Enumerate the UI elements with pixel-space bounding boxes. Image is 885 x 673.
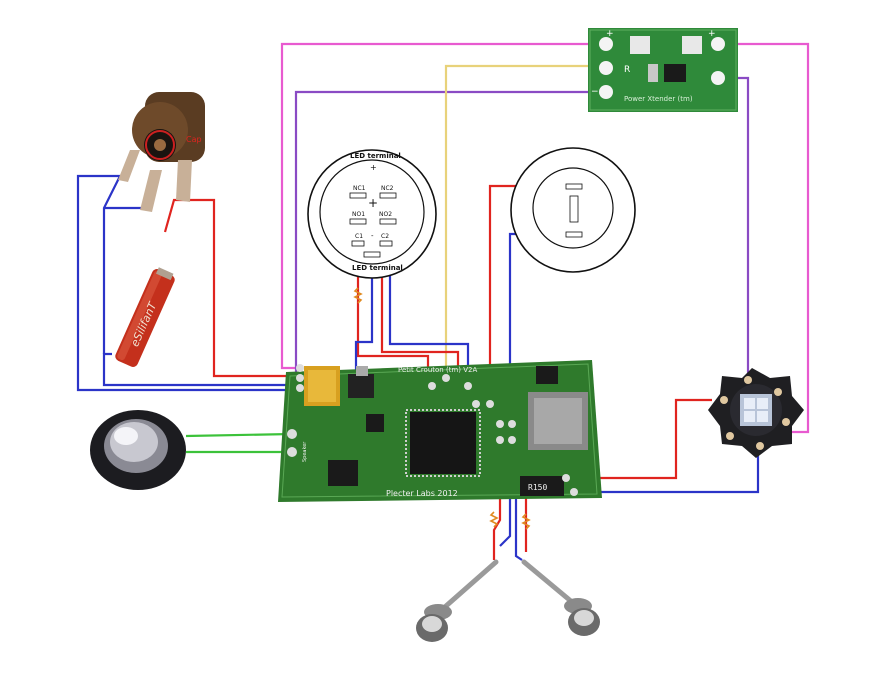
speaker (90, 410, 186, 490)
c1-label: C1 (355, 233, 363, 240)
svg-text:+: + (368, 196, 378, 210)
wire-blue-switch2 (388, 222, 470, 380)
board-maker: Plecter Labs 2012 (386, 489, 458, 498)
resistor-btm-right (521, 513, 531, 530)
wire-pink-top (280, 42, 597, 370)
xtender-plus-right: + (708, 29, 716, 39)
nc1-label: NC1 (353, 185, 366, 192)
switch-plus: + (370, 163, 377, 172)
no1-label: NO1 (352, 211, 365, 218)
wire-red-battery (163, 198, 182, 233)
resistor-btm-left (489, 511, 499, 528)
wire-purple-right (716, 76, 753, 379)
switch-minus: - (371, 232, 374, 240)
wire-green-1 (185, 432, 293, 438)
no2-label: NO2 (379, 211, 392, 218)
wire-blue-inner (102, 352, 300, 387)
led-star (708, 368, 804, 458)
wire-red-jack (182, 198, 300, 378)
led-switch: LED terminal + NC1 NC2 + NO1 NO2 C1 - C2… (307, 149, 437, 279)
power-jack: Cap (118, 92, 205, 212)
bottom-button-right (521, 559, 600, 636)
cap-label: Cap (186, 135, 202, 144)
wire-red-led (564, 398, 712, 480)
power-xtender: + + R − Power Xtender (tm) (588, 28, 738, 112)
wire-blue-jack (102, 175, 121, 354)
xtender-r-label: R (624, 65, 630, 75)
round-button (510, 147, 636, 273)
resistor-switch (353, 287, 363, 304)
wire-pink-right (720, 42, 810, 434)
wire-blue-outer (76, 174, 300, 392)
wire-blue-led (574, 444, 760, 494)
wire-blue-switch (354, 262, 374, 378)
led-terminal-bottom: LED terminal (352, 264, 403, 272)
c2-label: C2 (381, 233, 389, 240)
xtender-minus-label: − (591, 87, 599, 97)
speaker-label: Speaker (302, 441, 308, 462)
xtender-plus-left: + (606, 29, 614, 39)
resistor-code: R150 (528, 483, 547, 492)
main-board: Petit Crouton (tm) V2A Plecter Labs 2012… (278, 360, 602, 502)
battery: eSilifanT (115, 267, 175, 367)
nc2-label: NC2 (381, 185, 394, 192)
wire-yellow (444, 64, 597, 372)
xtender-title: Power Xtender (tm) (624, 95, 693, 103)
bottom-button-left (416, 559, 499, 642)
board-title: Petit Crouton (tm) V2A (398, 366, 477, 374)
led-terminal-top: LED terminal (350, 152, 401, 160)
